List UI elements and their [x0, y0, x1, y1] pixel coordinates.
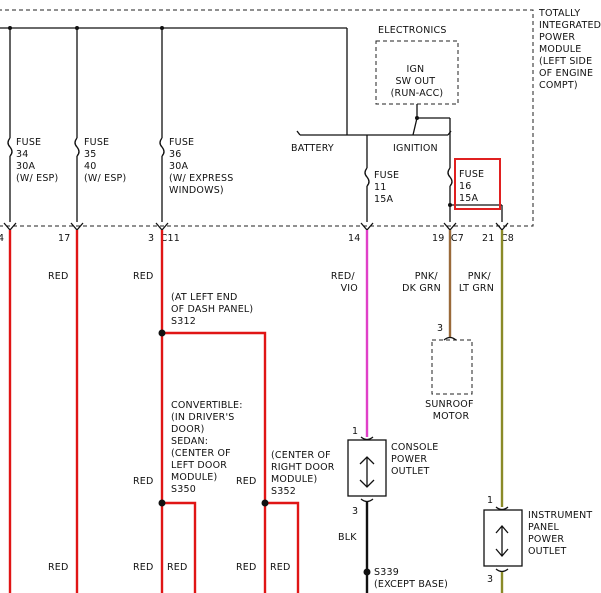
wire-red-label: RED: [167, 562, 188, 573]
wire-blk-label: BLK: [338, 532, 357, 543]
fuse-34-label: FUSE 34 30A (W/ ESP): [16, 137, 58, 184]
ign-sw-out-label: IGN SW OUT (RUN-ACC): [391, 64, 444, 99]
pin-19-c7: 19 C7: [432, 233, 464, 244]
instrument-panel-power-outlet: [483, 506, 523, 593]
instrument-pin-1: 1: [487, 495, 493, 506]
top-bus: [0, 26, 348, 135]
pin-4: 4: [0, 233, 4, 244]
sunroof-motor: [431, 336, 473, 395]
ignition-switch: [296, 104, 452, 168]
pin-21-c8: 21 C8: [482, 233, 514, 244]
instrument-pin-3: 3: [487, 574, 493, 585]
console-pin-1: 1: [352, 426, 358, 437]
pin-14: 14: [348, 233, 361, 244]
ignition-label: IGNITION: [393, 143, 438, 154]
fuse-16-label: FUSE 16 15A: [459, 169, 488, 204]
splice-dots: [158, 329, 269, 507]
console-power-outlet: [347, 436, 387, 503]
splice-s312-label: (AT LEFT END OF DASH PANEL) S312: [171, 292, 257, 327]
fuse-16-highlight: [454, 158, 501, 210]
wire-red-label: RED: [48, 562, 69, 573]
fuse-11: [364, 167, 370, 222]
splice-s339-dot: [363, 568, 371, 576]
wire-red-label: RED: [133, 562, 154, 573]
fuse-36: [159, 28, 165, 222]
red-wires: [8, 230, 300, 593]
wire-red-label: RED: [133, 476, 154, 487]
wire-red-label: RED: [270, 562, 291, 573]
wire-red-label: RED: [48, 271, 69, 282]
wire-red-vio-label: RED/ VIO: [331, 271, 358, 294]
wire-pnk-dkgrn-label: PNK/ DK GRN: [402, 271, 441, 294]
sunroof-pin-3: 3: [437, 323, 443, 334]
fuse-34: [7, 28, 13, 222]
pin-3-c11: 3 C11: [148, 233, 180, 244]
wire-red-label: RED: [236, 476, 257, 487]
console-pin-3: 3: [352, 506, 358, 517]
console-power-outlet-label: CONSOLE POWER OUTLET: [391, 442, 442, 477]
wire-red-label: RED: [236, 562, 257, 573]
splice-s339-label: S339 (EXCEPT BASE): [374, 567, 448, 590]
module-label: TOTALLY INTEGRATED POWER MODULE (LEFT SI…: [538, 8, 601, 91]
sunroof-motor-label: SUNROOF MOTOR: [425, 399, 477, 422]
splice-s352-label: (CENTER OF RIGHT DOOR MODULE) S352: [271, 450, 338, 497]
battery-label: BATTERY: [291, 143, 334, 154]
fuse-36-label: FUSE 36 30A (W/ EXPRESS WINDOWS): [169, 137, 237, 196]
fuse-35: [74, 28, 80, 222]
electronics-label: ELECTRONICS: [378, 25, 447, 36]
module-boundary: [0, 9, 534, 227]
instrument-panel-power-outlet-label: INSTRUMENT PANEL POWER OUTLET: [528, 510, 596, 557]
splice-s350-label: CONVERTIBLE: (IN DRIVER'S DOOR) SEDAN: (…: [171, 400, 246, 495]
connector-pins: [3, 222, 509, 231]
fuse-35-label: FUSE 35 40 (W/ ESP): [84, 137, 126, 184]
fuse-16: [447, 167, 503, 222]
wire-pnk-ltgrn-label: PNK/ LT GRN: [459, 271, 494, 294]
fuse-11-label: FUSE 11 15A: [374, 170, 403, 205]
wire-red-label: RED: [133, 271, 154, 282]
pin-17: 17: [58, 233, 71, 244]
